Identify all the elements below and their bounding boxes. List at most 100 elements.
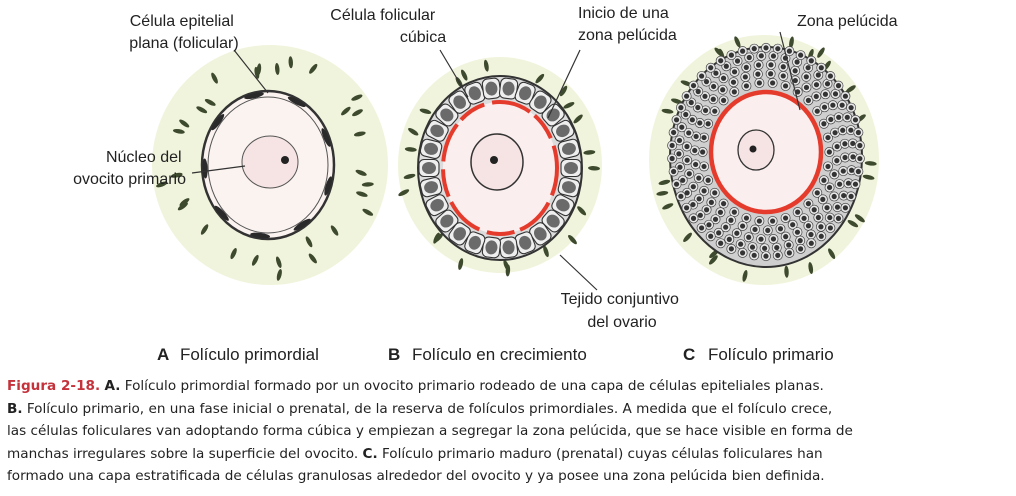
granulosa-cell-nucleus <box>678 105 684 111</box>
granulosa-cell-nucleus <box>702 93 708 99</box>
panel-a-nucleolus <box>281 156 289 164</box>
granulosa-cell-nucleus <box>842 154 848 161</box>
cuboidal-cell-nucleus <box>485 81 498 96</box>
granulosa-cell-nucleus <box>756 218 762 224</box>
stroma-nucleus <box>845 85 856 94</box>
granulosa-cell-nucleus <box>770 236 777 242</box>
stroma-nucleus <box>559 85 568 97</box>
stroma-nucleus <box>535 73 545 84</box>
granulosa-cell-nucleus <box>848 127 854 133</box>
stroma-nucleus <box>658 179 671 185</box>
stroma-nucleus <box>177 202 188 211</box>
stroma-nucleus <box>404 147 417 152</box>
granulosa-cell-nucleus <box>679 124 685 130</box>
cuboidal-cell-nucleus <box>556 198 570 212</box>
granulosa-cell-nucleus <box>721 201 727 207</box>
stroma-nucleus <box>789 36 794 49</box>
granulosa-cell-nucleus <box>803 84 810 91</box>
granulosa-cell-nucleus <box>763 45 769 51</box>
granulosa-cell-nucleus <box>795 209 801 215</box>
granulosa-cell-nucleus <box>755 71 761 77</box>
granulosa-cell-nucleus <box>794 59 800 65</box>
stroma-nucleus <box>817 47 825 58</box>
stroma-nucleus <box>305 236 313 248</box>
stroma-nucleus <box>352 109 363 117</box>
label-zona-pelucida: Zona pelúcida <box>797 13 898 30</box>
cuboidal-cell-nucleus <box>453 227 467 241</box>
granulosa-cell-nucleus <box>850 154 856 160</box>
granulosa-cell-nucleus <box>721 97 727 103</box>
caption-line-3: las células foliculares van adoptando fo… <box>7 423 853 439</box>
granulosa-cell-nucleus <box>697 120 703 126</box>
granulosa-cell-nucleus <box>857 142 863 149</box>
granulosa-cell-nucleus <box>680 177 686 183</box>
stroma-nucleus <box>251 254 259 266</box>
stroma-nucleus <box>308 253 317 264</box>
stroma-nucleus <box>156 181 168 188</box>
granulosa-cell-nucleus <box>716 230 722 236</box>
granulosa-cell-nucleus <box>712 108 718 114</box>
granulosa-cell-nucleus <box>720 87 726 93</box>
flat-follicular-cell <box>324 176 333 196</box>
panel-a-flat-follicular-cells <box>202 92 333 239</box>
caption-text-b: Folículo primario, en una fase inicial o… <box>22 400 833 417</box>
flat-follicular-cell <box>211 113 225 131</box>
stroma-nucleus <box>734 36 741 48</box>
granulosa-cell-nucleus <box>814 108 820 114</box>
caption-text-before-c: manchas irregulares sobre la superficie … <box>7 445 363 462</box>
cuboidal-cell-nucleus <box>533 95 547 109</box>
granulosa-cell-nucleus <box>692 147 698 154</box>
granulosa-cell-nucleus <box>669 155 675 162</box>
panel-a-stroma-nuclei <box>156 56 374 281</box>
granulosa-cell-nucleus <box>786 250 792 256</box>
granulosa-cell-nucleus <box>821 121 827 127</box>
panel-c-title: C Folículo primario <box>683 345 834 364</box>
granulosa-cell-nucleus <box>826 149 832 155</box>
granulosa-cell-nucleus <box>818 233 824 239</box>
stroma-nucleus <box>170 172 183 178</box>
granulosa-cell-nucleus <box>684 143 690 150</box>
stroma-nucleus <box>563 102 575 109</box>
stroma-nucleus <box>341 106 351 116</box>
granulosa-cell-nucleus <box>703 79 710 85</box>
granulosa-cell-nucleus <box>797 238 803 244</box>
granulosa-cell-nucleus <box>695 88 701 95</box>
granulosa-cell-nucleus <box>671 129 677 136</box>
granulosa-cell-nucleus <box>808 231 814 238</box>
stroma-nucleus <box>434 233 444 243</box>
figure-number: Figura 2-18. <box>7 378 101 394</box>
granulosa-cell-nucleus <box>827 73 833 79</box>
cuboidal-cell-nucleus <box>422 162 436 174</box>
granulosa-cell-nucleus <box>683 111 689 118</box>
granulosa-cell-nucleus <box>845 180 852 186</box>
granulosa-cell-nucleus <box>697 212 703 218</box>
follicle-figure: Célula epitelial plana (folicular) Núcle… <box>73 5 898 364</box>
granulosa-cell-nucleus <box>792 77 798 84</box>
granulosa-cell-nucleus <box>850 140 856 147</box>
granulosa-cell-nucleus <box>786 48 793 54</box>
granulosa-cell-nucleus <box>770 53 777 59</box>
cuboidal-cell-nucleus <box>453 95 467 109</box>
granulosa-cell-nucleus <box>805 223 812 229</box>
granulosa-cell-nucleus <box>775 252 781 258</box>
stroma-nucleus <box>784 265 789 278</box>
granulosa-cell-nucleus <box>695 104 701 111</box>
granulosa-cell-nucleus <box>805 201 811 207</box>
granulosa-cell-nucleus <box>743 215 750 221</box>
granulosa-cell-nucleus <box>708 233 714 239</box>
cuboidal-cell-nucleus <box>468 235 481 250</box>
stroma-nucleus <box>583 150 596 155</box>
stroma-nucleus <box>179 119 190 128</box>
cuboidal-cell-nucleus <box>564 162 578 174</box>
caption-line-2: B. Folículo primario, en una fase inicia… <box>7 398 1011 421</box>
panel-a-oocyte-nucleus <box>241 135 299 189</box>
cuboidal-cell-nucleus <box>533 227 547 241</box>
granulosa-cell-nucleus <box>731 209 737 215</box>
granulosa-cell-nucleus <box>827 225 833 231</box>
granulosa-cell-nucleus <box>708 65 714 71</box>
stroma-nucleus <box>362 208 374 216</box>
granulosa-cell-nucleus <box>755 62 762 68</box>
stroma-nucleus <box>505 264 511 277</box>
granulosa-cell-nucleus <box>751 252 757 258</box>
leader-celula-epitelial <box>233 49 269 94</box>
